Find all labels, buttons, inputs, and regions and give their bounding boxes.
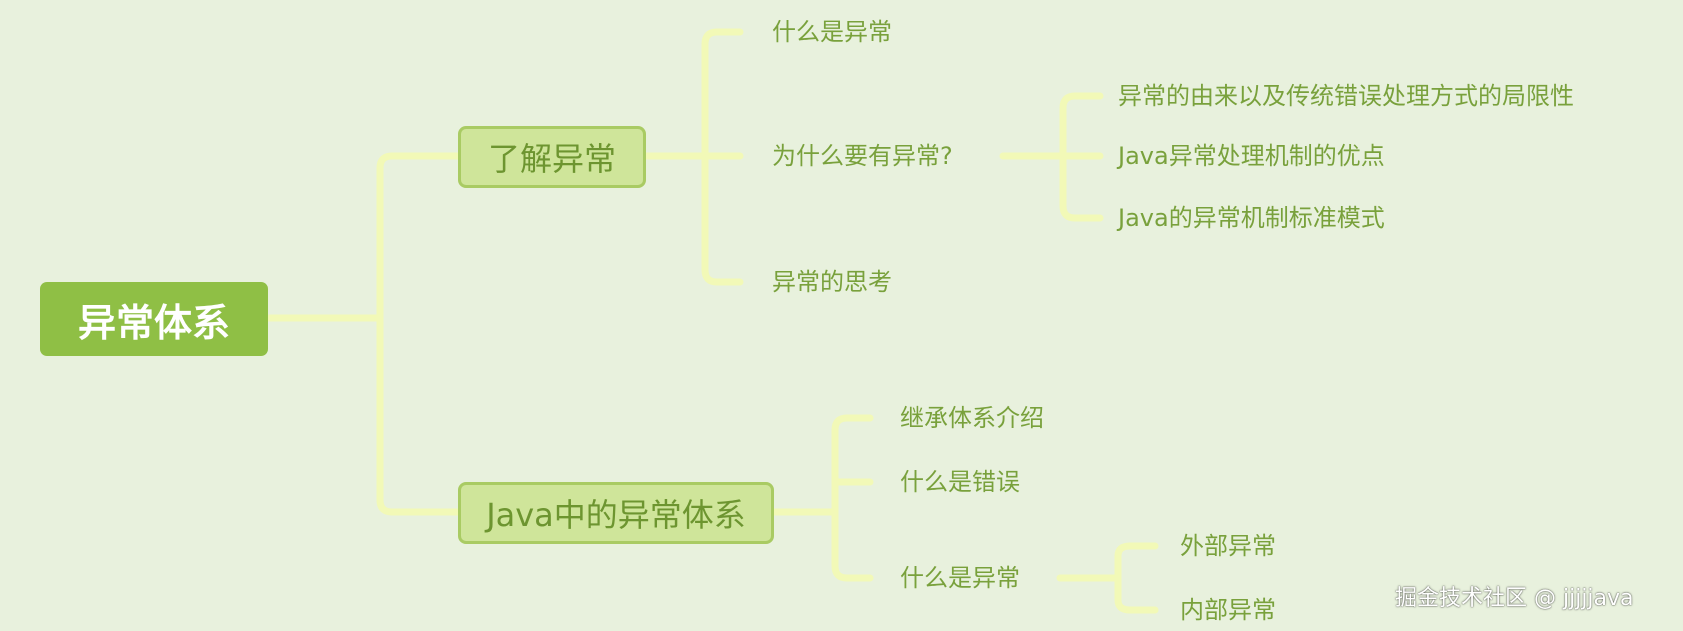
- leaf-inheritance-intro[interactable]: 继承体系介绍: [900, 404, 1044, 432]
- leaf-why-exception[interactable]: 为什么要有异常?: [772, 142, 953, 170]
- connector-what-children: [1114, 542, 1134, 614]
- watermark: 掘金技术社区 @ jjjjjava: [1395, 586, 1634, 611]
- root-node[interactable]: 异常体系: [40, 282, 268, 356]
- leaf-what-is-exception[interactable]: 什么是异常: [772, 18, 892, 46]
- connector-root-branches: [376, 152, 396, 516]
- leaf-java-advantages[interactable]: Java异常处理机制的优点: [1118, 142, 1385, 170]
- leaf-what-is-exception-2[interactable]: 什么是异常: [900, 564, 1020, 592]
- branch-node-understand-exception[interactable]: 了解异常: [458, 126, 646, 188]
- leaf-exception-thinking[interactable]: 异常的思考: [772, 268, 892, 296]
- leaf-external-exception[interactable]: 外部异常: [1180, 532, 1276, 560]
- leaf-internal-exception[interactable]: 内部异常: [1180, 596, 1276, 624]
- leaf-java-standard-pattern[interactable]: Java的异常机制标准模式: [1118, 204, 1385, 232]
- leaf-what-is-error[interactable]: 什么是错误: [900, 468, 1020, 496]
- leaf-origin-limitations[interactable]: 异常的由来以及传统错误处理方式的局限性: [1118, 82, 1574, 110]
- connector-branch2-children: [831, 414, 851, 582]
- branch-node-java-exception-system[interactable]: Java中的异常体系: [458, 482, 774, 544]
